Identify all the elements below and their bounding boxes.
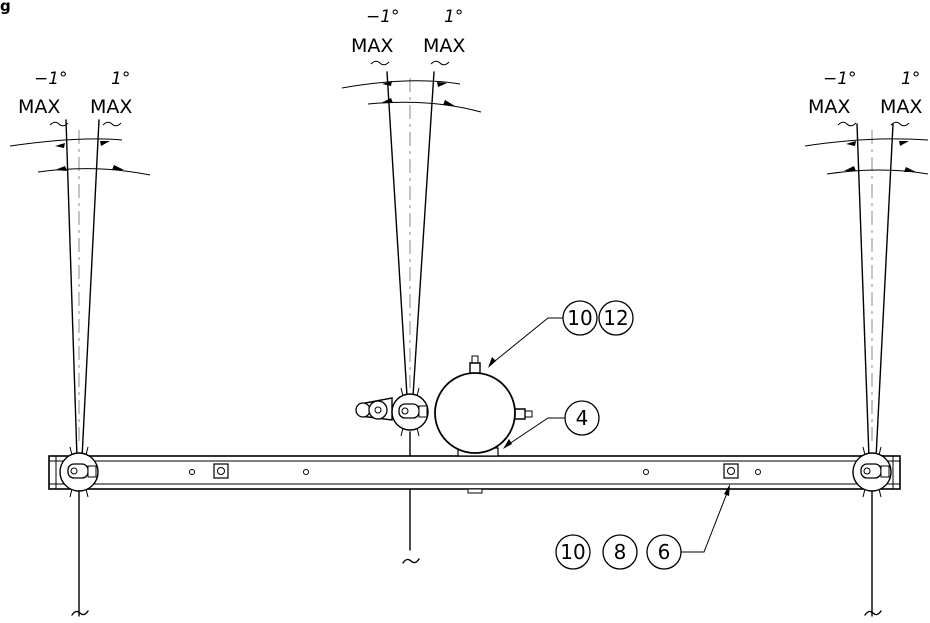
center-arrow-4 [443,100,455,106]
center-break-mark [402,558,420,564]
center-dim-arc-lower [367,101,482,113]
left-tilde-2 [102,121,122,127]
callout-leader [681,487,730,553]
beam-hole [643,469,649,475]
left-tilde-1 [49,121,69,127]
beam-hole [303,469,309,475]
center-arrow-2 [437,82,447,87]
left-dim-arc-upper [9,138,123,147]
mount-arm-pin [374,406,382,414]
right-tolerance-line-minus [856,123,870,459]
right-arrow-3 [844,166,856,171]
beam-bottom-bracket [467,488,483,494]
right-plus-angle: 1° [901,69,920,89]
callout-leader [489,317,563,366]
right-plus-max: MAX [880,96,922,118]
beam-bolt-head [727,467,735,475]
right-arrow-1 [846,141,856,146]
right-tilde-1 [837,121,857,127]
callout-leader [505,417,565,447]
callout-top-right: 10 12 [488,300,634,368]
left-arrow-2 [100,141,110,146]
callout-number: 8 [614,540,627,564]
tank [434,355,533,457]
callout-number: 4 [576,406,589,430]
right-dim-arc-upper [804,138,929,147]
right-minus-angle: −1° [823,69,857,89]
beam-bolt-head [217,467,225,475]
center-clamp-pin [401,407,409,415]
center-tolerance-line-minus [386,71,408,397]
left-dim-arc-lower [37,168,151,176]
tank-top-valve [471,355,479,363]
left-arrow-1 [55,143,65,148]
left-arrow-4 [112,165,124,170]
center-minus-angle: −1° [366,7,400,27]
center-arrow-3 [381,98,393,103]
center-clamp-jaws [400,387,420,437]
center-tilde-1 [370,60,390,66]
beam-bolt [723,463,739,479]
center-plus-angle: 1° [444,7,463,27]
center-minus-max: MAX [351,35,393,57]
center-hanger: −1° MAX 1° MAX [341,7,482,564]
right-arrow-2 [899,141,909,146]
right-break-mark [864,610,882,616]
left-minus-angle: −1° [34,69,68,89]
center-tilde-2 [430,60,450,66]
callout-bubble [555,534,591,570]
right-arrow-4 [904,167,916,172]
callout-bubble [602,534,638,570]
left-plus-angle: 1° [111,69,130,89]
callout-bubble [598,300,634,336]
tank-side-fitting [514,408,526,420]
tank-side-valve [525,410,533,418]
right-hanger: −1° MAX 1° MAX [804,69,929,617]
beam-hole [189,469,195,475]
mount-arm-hub [368,400,388,420]
clamp-jaws [862,446,882,498]
clamp-pin [70,467,78,475]
beam-hole [755,469,761,475]
right-minus-max: MAX [808,96,850,118]
left-beam-clamp [59,446,99,498]
title-fragment: g [0,0,11,15]
callout-number: 12 [603,306,628,330]
beam-bolt [213,463,229,479]
callout-arrowhead [488,357,496,368]
left-tolerance-line-plus [81,119,100,459]
left-minus-max: MAX [18,96,60,118]
clamp-nut [880,465,890,478]
tank-body [434,372,516,454]
right-tilde-2 [890,121,910,127]
center-dim-arc-upper [341,80,461,89]
center-plus-max: MAX [423,35,465,57]
right-beam-clamp [852,446,892,498]
callout-arrowhead [503,439,512,449]
left-plus-max: MAX [90,96,132,118]
callout-number: 6 [658,540,671,564]
callout-arrowhead [724,484,730,496]
center-tolerance-line-plus [412,71,435,397]
callout-number: 10 [560,540,585,564]
right-tolerance-line-plus [875,123,894,459]
main-beam [48,455,901,494]
left-hanger: −1° MAX 1° MAX [9,69,151,617]
right-dim-arc-lower [826,169,929,175]
clamp-jaws [69,446,89,498]
left-tolerance-line-minus [65,119,78,459]
tank-top-fitting [469,362,481,374]
center-clamp-nut [418,405,428,418]
left-arrow-3 [55,166,67,171]
callout-number: 10 [567,306,592,330]
callout-right: 4 [503,400,600,449]
callout-bottom: 10 8 6 [555,484,730,570]
mount-arm-eye [355,402,371,418]
left-break-mark [71,610,89,616]
center-arrow-1 [382,81,392,86]
center-clamp-assembly [355,387,429,437]
clamp-pin [863,467,871,475]
clamp-nut [87,465,97,478]
